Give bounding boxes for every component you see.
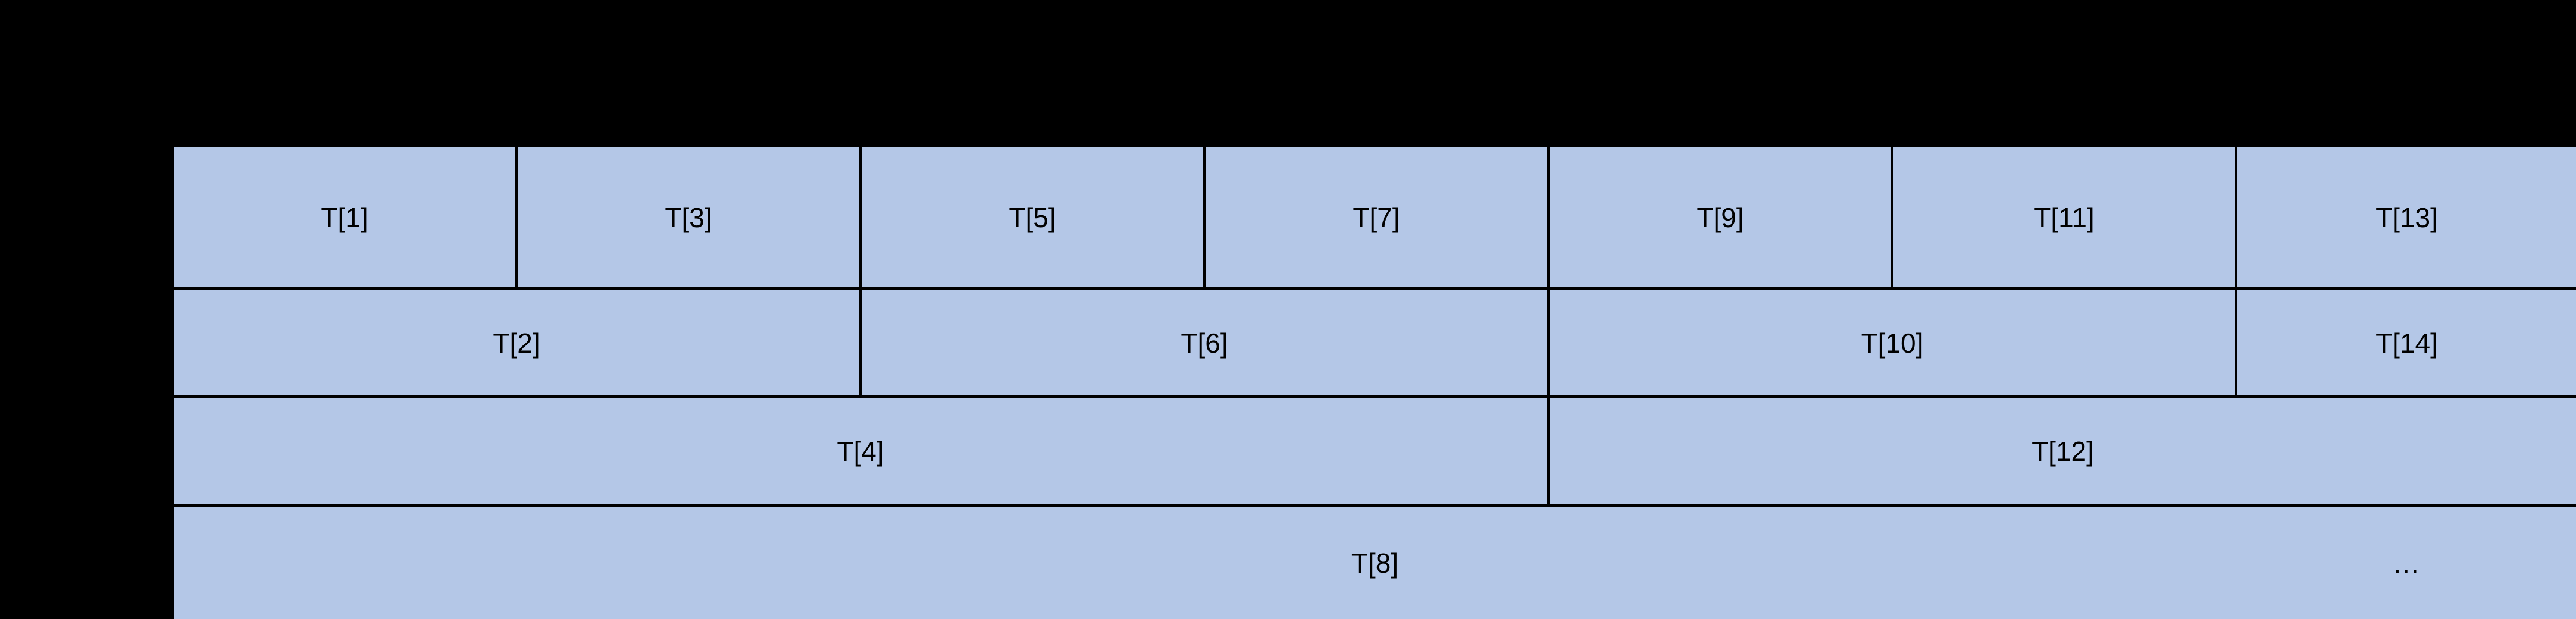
block-level-1-T11: T[11]	[1893, 147, 2235, 287]
block-level-3-T12: T[12]	[1550, 398, 2576, 504]
block-level-1-T1: T[1]	[174, 147, 515, 287]
block-label: T[7]	[1353, 202, 1400, 233]
block-label: T[10]	[1861, 327, 1924, 359]
block-label: T[3]	[665, 202, 712, 233]
block-label: T[9]	[1697, 202, 1744, 233]
block-level-1-T7: T[7]	[1206, 147, 1547, 287]
block-label: T[13]	[2375, 202, 2438, 233]
block-label: T[5]	[1009, 202, 1056, 233]
block-label: ...	[2393, 547, 2420, 579]
block-label: T[6]	[1181, 327, 1228, 359]
block-level-1-T3: T[3]	[518, 147, 859, 287]
block-label: T[2]	[493, 327, 540, 359]
block-level-1-T13: T[13]	[2237, 147, 2576, 287]
block-level-1-T9: T[9]	[1550, 147, 1891, 287]
block-level-4-ellipsis: ...	[2237, 507, 2576, 619]
block-label: T[12]	[2032, 435, 2094, 467]
block-label: T[4]	[837, 435, 884, 467]
block-label: T[14]	[2375, 327, 2438, 359]
block-level-2-T2: T[2]	[174, 290, 859, 395]
block-level-2-T14: T[14]	[2237, 290, 2576, 395]
block-level-4-T8: T[8]	[174, 507, 2576, 619]
block-level-2-T6: T[6]	[862, 290, 1547, 395]
block-label: T[8]	[1351, 547, 1399, 579]
block-label: T[1]	[321, 202, 368, 233]
block-level-1-T5: T[5]	[862, 147, 1203, 287]
block-level-3-T4: T[4]	[174, 398, 1547, 504]
block-label: T[11]	[2034, 202, 2095, 233]
block-level-2-T10: T[10]	[1550, 290, 2235, 395]
